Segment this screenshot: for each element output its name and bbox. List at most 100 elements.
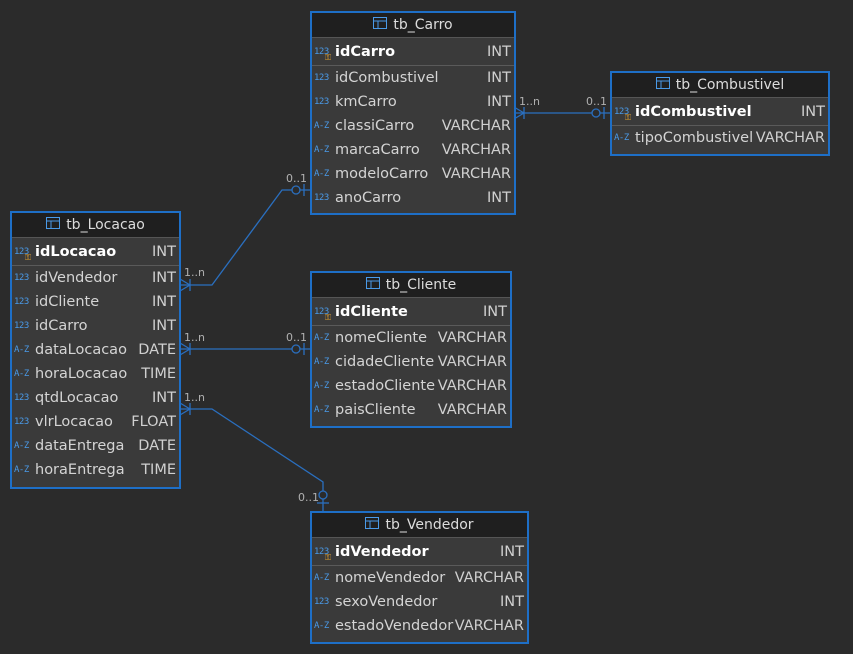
card-carro-combustivel-to: 0..1 — [586, 95, 607, 108]
column-type: INT — [487, 190, 511, 206]
column-type: INT — [152, 390, 176, 406]
column-type: VARCHAR — [437, 378, 507, 394]
column-type: VARCHAR — [755, 130, 825, 146]
numeric-type-icon: 123 — [314, 73, 329, 83]
column-type: VARCHAR — [437, 402, 507, 418]
card-carro-combustivel-from: 1..n — [519, 95, 540, 108]
column-name: horaLocacao — [35, 366, 128, 382]
column-name: idCarro — [35, 318, 88, 334]
table-title: tb_Combustivel — [675, 77, 785, 93]
column-type: INT — [152, 244, 176, 260]
column-type: INT — [483, 304, 507, 320]
edge-locacao-carro[interactable] — [179, 184, 312, 292]
column-row[interactable]: A-Z nomeCliente VARCHAR — [312, 326, 510, 350]
column-name: paisCliente — [335, 402, 416, 418]
table-header[interactable]: tb_Locacao — [12, 213, 179, 238]
column-row[interactable]: 123 idCliente INT — [12, 290, 179, 314]
text-type-icon: A-Z — [314, 621, 329, 631]
table-header[interactable]: tb_Carro — [312, 13, 514, 38]
column-name: dataLocacao — [35, 342, 127, 358]
column-row[interactable]: A-Z dataLocacao DATE — [12, 338, 179, 362]
column-name: nomeCliente — [335, 330, 428, 346]
card-locacao-cliente-to: 0..1 — [286, 331, 307, 344]
column-type: INT — [152, 294, 176, 310]
column-type: INT — [500, 594, 524, 610]
table-title: tb_Cliente — [385, 277, 457, 293]
column-type: VARCHAR — [441, 118, 511, 134]
edge-carro-combustivel[interactable] — [513, 106, 612, 120]
column-name: marcaCarro — [335, 142, 420, 158]
column-name: horaEntrega — [35, 462, 125, 478]
numeric-type-icon: 123 — [14, 321, 29, 331]
column-row[interactable]: 123 idCarro INT — [12, 314, 179, 338]
column-type: DATE — [138, 342, 176, 358]
column-name: sexoVendedor — [335, 594, 438, 610]
column-type: INT — [152, 318, 176, 334]
column-type: VARCHAR — [437, 330, 507, 346]
column-name: modeloCarro — [335, 166, 429, 182]
numeric-type-icon: 123 — [14, 393, 29, 403]
edge-locacao-vendedor[interactable] — [179, 402, 329, 511]
key-icon: ⚿ — [325, 313, 331, 322]
table-icon — [365, 277, 380, 293]
table-header[interactable]: tb_Cliente — [312, 273, 510, 298]
numeric-type-icon: 123⚿ — [314, 547, 331, 562]
numeric-type-icon: 123 — [314, 97, 329, 107]
column-type: VARCHAR — [441, 142, 511, 158]
table-title: tb_Vendedor — [385, 517, 474, 533]
column-name: idCliente — [35, 294, 100, 310]
table-header[interactable]: tb_Vendedor — [312, 513, 527, 538]
text-type-icon: A-Z — [314, 333, 329, 343]
edge-locacao-cliente[interactable] — [179, 342, 312, 356]
numeric-type-icon: 123 — [14, 417, 29, 427]
table-header[interactable]: tb_Combustivel — [612, 73, 828, 98]
text-type-icon: A-Z — [314, 405, 329, 415]
text-type-icon: A-Z — [314, 121, 329, 131]
column-type: INT — [801, 104, 825, 120]
column-type: INT — [487, 94, 511, 110]
table-title: tb_Carro — [393, 17, 453, 33]
numeric-type-icon: 123⚿ — [314, 47, 331, 62]
column-row[interactable]: A-Z paisCliente VARCHAR — [312, 398, 510, 422]
text-type-icon: A-Z — [14, 465, 29, 475]
column-name: idCombustivel — [635, 104, 752, 120]
column-type: VARCHAR — [437, 354, 507, 370]
column-type: INT — [152, 270, 176, 286]
column-name: idCarro — [335, 44, 396, 60]
card-locacao-carro-to: 0..1 — [286, 172, 307, 185]
column-name: estadoCliente — [335, 378, 436, 394]
card-locacao-vendedor-from: 1..n — [184, 391, 205, 404]
numeric-type-icon: 123 — [14, 297, 29, 307]
text-type-icon: A-Z — [14, 345, 29, 355]
column-type: INT — [500, 544, 524, 560]
text-type-icon: A-Z — [314, 573, 329, 583]
